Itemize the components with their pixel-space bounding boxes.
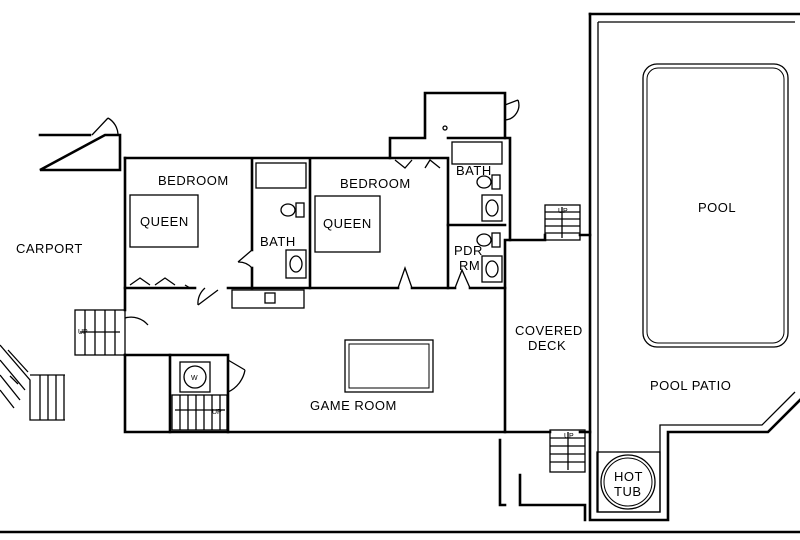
patio-stairs-bottom: UP xyxy=(549,429,586,473)
interior-stairs: W UP xyxy=(171,359,246,431)
wet-bar xyxy=(231,289,305,309)
bedroom-2: BEDROOM QUEEN xyxy=(314,159,441,289)
toilet-1 xyxy=(280,203,296,217)
pool: POOL xyxy=(642,63,789,348)
stair-up-label: UP xyxy=(78,329,88,336)
hot-tub-label-1: HOT xyxy=(614,469,643,484)
toilet-3 xyxy=(476,233,492,247)
bedroom-1-label: BEDROOM xyxy=(158,173,229,188)
sink-2 xyxy=(481,194,503,222)
covered-deck-label-1: COVERED xyxy=(515,323,583,338)
sink-1 xyxy=(285,249,307,279)
game-room: GAME ROOM xyxy=(231,289,480,433)
stair-up-label-2: UP xyxy=(212,409,222,416)
toilet-2 xyxy=(476,175,492,189)
carport-storage xyxy=(38,117,122,172)
sink-3 xyxy=(481,255,503,283)
bath-2-label: BATH xyxy=(456,163,492,178)
water-heater xyxy=(183,365,207,389)
game-room-label: GAME ROOM xyxy=(310,398,397,413)
carport-label: CARPORT xyxy=(16,241,83,256)
bathtub-1 xyxy=(255,162,307,189)
pool-table xyxy=(344,339,434,393)
top-closet xyxy=(442,99,520,131)
entry-stairs: UP xyxy=(74,309,149,356)
stair-up-label-4: UP xyxy=(564,433,574,440)
bath-1-label: BATH xyxy=(260,234,296,249)
svg-text:W: W xyxy=(191,375,198,382)
queen-bed-2 xyxy=(314,195,381,253)
pool-patio-label: POOL PATIO xyxy=(650,378,731,393)
pdr-label-2: RM xyxy=(459,258,480,273)
stair-up-label-3: UP xyxy=(558,208,568,215)
patio-stairs-top: UP xyxy=(544,204,581,241)
powder-room: PDR RM xyxy=(454,232,503,289)
bathtub-2 xyxy=(451,141,503,165)
queen-bed-1-label: QUEEN xyxy=(140,214,189,229)
bath-2: BATH xyxy=(451,141,503,222)
bedroom-1: BEDROOM QUEEN xyxy=(129,173,229,306)
bedroom-2-label: BEDROOM xyxy=(340,176,411,191)
covered-deck-label-2: DECK xyxy=(528,338,566,353)
queen-bed-2-label: QUEEN xyxy=(323,216,372,231)
pdr-label-1: PDR xyxy=(454,243,483,258)
carport-stairs xyxy=(0,344,65,421)
hot-tub-label-2: TUB xyxy=(614,484,642,499)
pool-patio: POOL PATIO xyxy=(588,12,800,522)
covered-deck: COVERED DECK xyxy=(498,233,592,522)
hot-tub: HOT TUB xyxy=(596,451,661,513)
bath-1: BATH xyxy=(237,162,307,279)
queen-bed-1 xyxy=(129,194,199,248)
pool-label: POOL xyxy=(698,200,736,215)
